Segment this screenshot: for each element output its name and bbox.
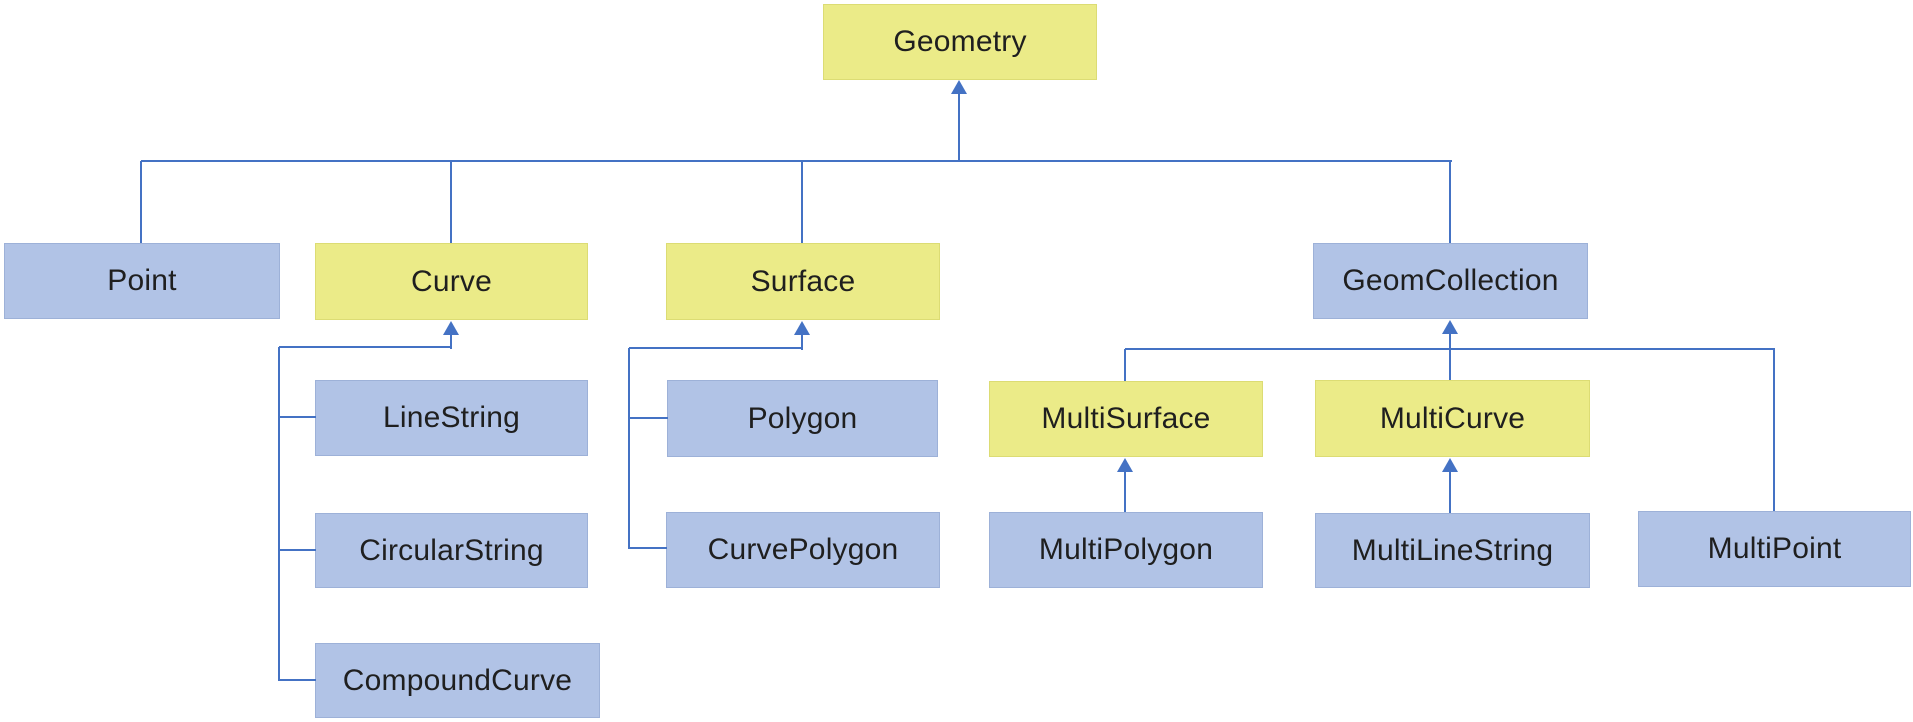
edge-circularstring-stub (279, 549, 316, 551)
edge-polygon-stub (629, 417, 668, 419)
edge-linestring-stub (279, 416, 316, 418)
arrow-to-surface-head (794, 321, 810, 335)
arrow-multicurve-to-geomcollection-head (1442, 320, 1458, 334)
edge-geomcollection-children-hline (1125, 348, 1775, 350)
arrow-to-geometry-shaft (958, 92, 960, 162)
node-circularstring: CircularString (315, 513, 588, 588)
edge-multipoint-stub (1773, 349, 1775, 511)
arrow-multipolygon-to-multisurface-head (1117, 458, 1133, 472)
node-point: Point (4, 243, 280, 319)
node-linestring: LineString (315, 380, 588, 456)
node-multipolygon: MultiPolygon (989, 512, 1263, 588)
edge-multisurface-stub (1124, 349, 1126, 381)
node-compoundcurve: CompoundCurve (315, 643, 600, 718)
node-polygon: Polygon (667, 380, 938, 457)
node-multisurface: MultiSurface (989, 381, 1263, 457)
edge-top-hline (141, 160, 1452, 162)
arrow-to-curve-shaft (450, 333, 452, 349)
arrow-multipolygon-to-multisurface-shaft (1124, 470, 1126, 512)
edge-compoundcurve-stub (279, 679, 316, 681)
edge-geomcollection-stub (1449, 161, 1451, 243)
arrow-to-geometry-head (951, 80, 967, 94)
edge-point-stub (140, 161, 142, 243)
arrow-multilinestring-to-multicurve-head (1442, 458, 1458, 472)
arrow-to-curve-head (443, 321, 459, 335)
edge-curve-stub (450, 161, 452, 243)
node-curvepolygon: CurvePolygon (666, 512, 940, 588)
edge-surface-children-vline (628, 348, 630, 549)
node-multipoint: MultiPoint (1638, 511, 1911, 587)
arrow-multicurve-to-geomcollection-shaft (1449, 332, 1451, 380)
node-multicurve: MultiCurve (1315, 380, 1590, 457)
node-multilinestring: MultiLineString (1315, 513, 1590, 588)
edge-surface-children-hline (629, 347, 803, 349)
edge-curve-children-hline (279, 346, 452, 348)
edge-curve-children-vline (278, 347, 280, 681)
edge-surface-stub (801, 161, 803, 243)
node-geomcollection: GeomCollection (1313, 243, 1588, 319)
node-curve: Curve (315, 243, 588, 320)
arrow-to-surface-shaft (801, 333, 803, 350)
node-surface: Surface (666, 243, 940, 320)
arrow-multilinestring-to-multicurve-shaft (1449, 470, 1451, 513)
node-geometry: Geometry (823, 4, 1097, 80)
edge-curvepolygon-stub (629, 547, 667, 549)
